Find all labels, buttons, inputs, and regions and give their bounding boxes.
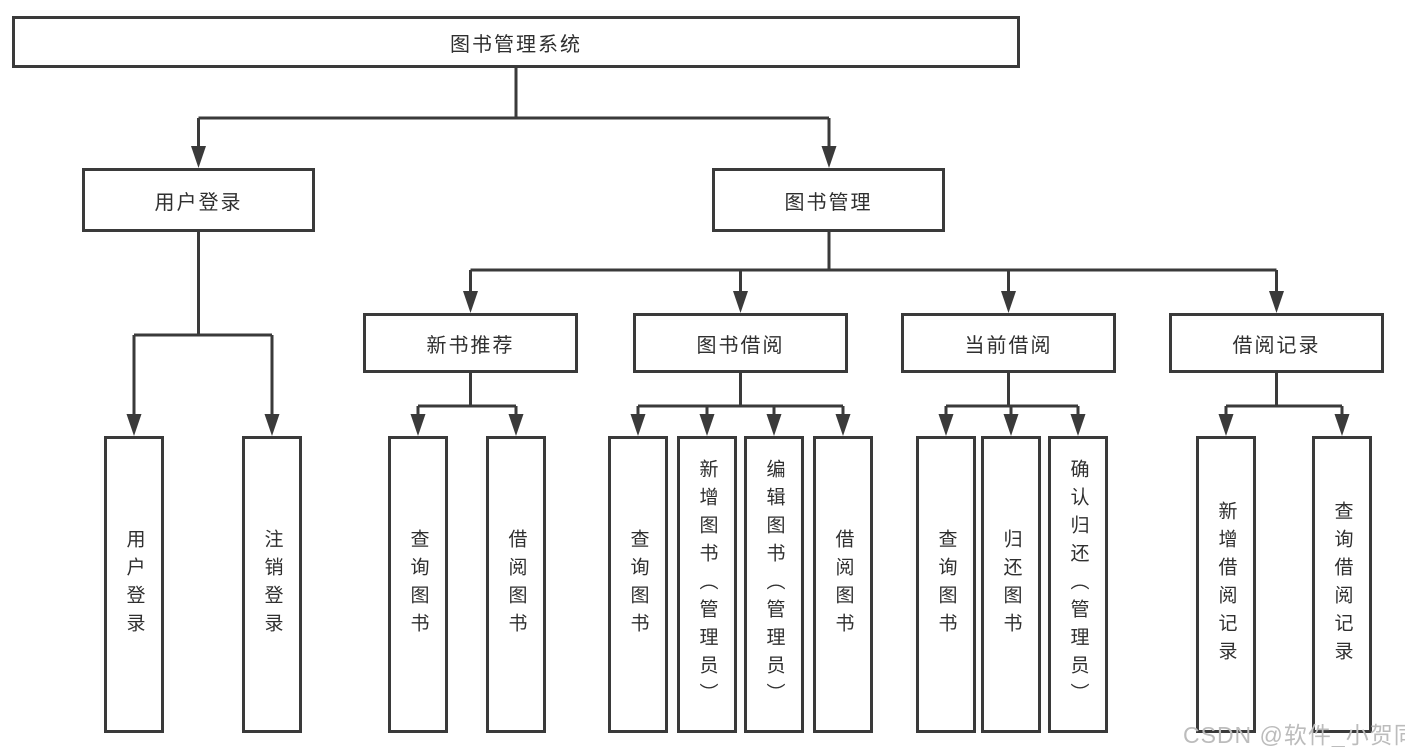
arrowhead [1218, 414, 1234, 436]
node-book-borrowing: 图书借阅 [633, 313, 848, 373]
arrowhead [699, 414, 715, 436]
node-borrowing-borrow-books: 借阅图书 [813, 436, 873, 733]
arrowhead [508, 414, 524, 436]
connector-current-to-leaves [944, 373, 1080, 418]
arrowhead [835, 414, 851, 436]
node-newbook-borrow-books: 借阅图书 [486, 436, 546, 733]
connector-userlogin-to-leaves [132, 232, 274, 418]
node-records-query-record-label: 查询借阅记录 [1331, 500, 1353, 669]
node-login-label: 用户登录 [123, 528, 145, 641]
watermark: CSDN @软件_小贺同学 [1183, 722, 1405, 747]
node-borrowing-edit-books-admin-label: 编辑图书（管理员） [763, 458, 785, 711]
node-current-return-books-label: 归还图书 [1000, 528, 1022, 641]
node-book-management-label: 图书管理 [784, 191, 873, 214]
arrowhead [126, 414, 142, 436]
arrowhead [1334, 414, 1350, 436]
node-book-management: 图书管理 [712, 168, 945, 232]
node-current-query-books: 查询图书 [916, 436, 976, 733]
node-current-borrowing: 当前借阅 [901, 313, 1116, 373]
arrowhead [1001, 291, 1016, 313]
node-newbook-query-books: 查询图书 [388, 436, 448, 733]
node-current-confirm-return-admin-label: 确认归还（管理员） [1067, 458, 1089, 711]
arrowhead [1269, 291, 1284, 313]
node-borrowing-edit-books-admin: 编辑图书（管理员） [744, 436, 804, 733]
node-newbook-borrow-books-label: 借阅图书 [505, 528, 527, 641]
arrowhead [1070, 414, 1086, 436]
node-new-book-recommend: 新书推荐 [363, 313, 578, 373]
connector-borrowing-to-leaves [636, 373, 845, 418]
arrowhead [264, 414, 280, 436]
arrowhead [191, 146, 206, 168]
node-login: 用户登录 [104, 436, 164, 733]
node-borrowing-query-books: 查询图书 [608, 436, 668, 733]
arrowhead [630, 414, 646, 436]
node-borrowing-add-books-admin: 新增图书（管理员） [677, 436, 737, 733]
connector-newbook-to-leaves [416, 373, 518, 418]
arrowhead [938, 414, 954, 436]
node-current-confirm-return-admin: 确认归还（管理员） [1048, 436, 1108, 733]
node-records-add-record-label: 新增借阅记录 [1215, 500, 1237, 669]
connector-root-to-level2 [197, 68, 831, 150]
node-newbook-query-books-label: 查询图书 [407, 528, 429, 641]
node-borrowing-records-label: 借阅记录 [1232, 334, 1321, 357]
arrowhead [463, 291, 478, 313]
node-root: 图书管理系统 [12, 16, 1020, 68]
node-new-book-recommend-label: 新书推荐 [426, 334, 515, 357]
node-user-login: 用户登录 [82, 168, 315, 232]
node-borrowing-records: 借阅记录 [1169, 313, 1384, 373]
arrowhead [821, 146, 837, 168]
arrowhead [733, 291, 748, 313]
node-records-add-record: 新增借阅记录 [1196, 436, 1256, 733]
node-current-query-books-label: 查询图书 [935, 528, 957, 641]
connector-records-to-leaves [1224, 373, 1344, 418]
node-current-return-books: 归还图书 [981, 436, 1041, 733]
arrowhead [410, 414, 426, 436]
node-current-borrowing-label: 当前借阅 [964, 334, 1053, 357]
connector-management-to-level3 [469, 232, 1278, 295]
node-book-borrowing-label: 图书借阅 [696, 334, 785, 357]
node-root-label: 图书管理系统 [450, 33, 582, 56]
arrowhead [766, 414, 782, 436]
node-borrowing-query-books-label: 查询图书 [627, 528, 649, 641]
node-user-login-label: 用户登录 [154, 191, 243, 214]
node-borrowing-add-books-admin-label: 新增图书（管理员） [696, 458, 718, 711]
node-records-query-record: 查询借阅记录 [1312, 436, 1372, 733]
arrowhead [1003, 414, 1019, 436]
node-logout-label: 注销登录 [261, 528, 283, 641]
node-logout: 注销登录 [242, 436, 302, 733]
node-borrowing-borrow-books-label: 借阅图书 [832, 528, 854, 641]
